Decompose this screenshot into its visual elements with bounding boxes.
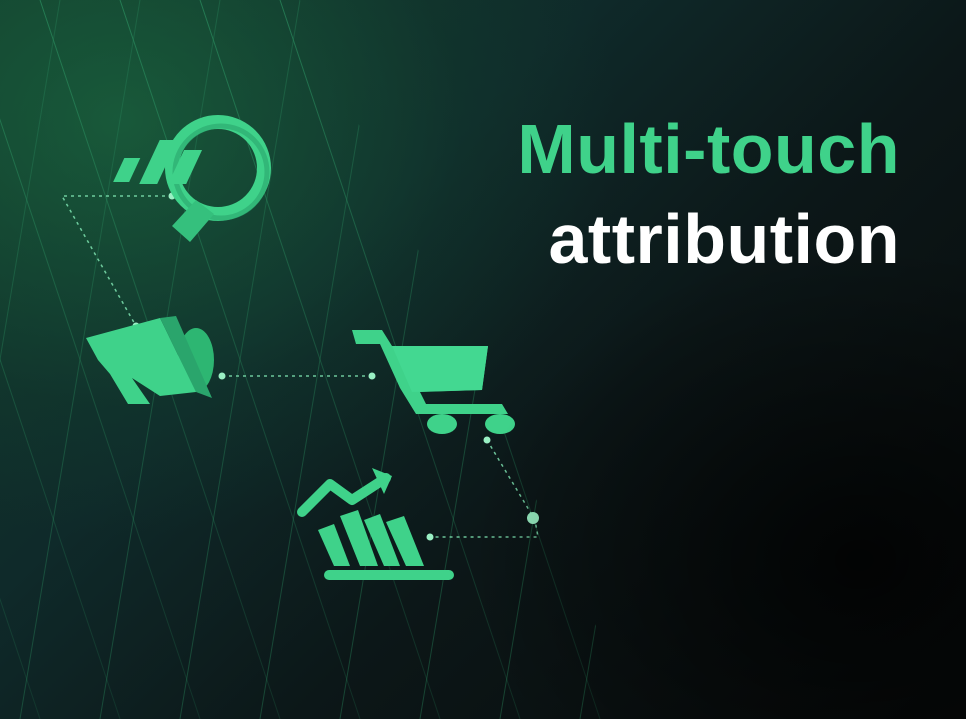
headline-line-1: Multi-touch (517, 110, 900, 188)
headline: Multi-touch attribution (517, 104, 900, 284)
headline-line-2: attribution (548, 200, 900, 278)
